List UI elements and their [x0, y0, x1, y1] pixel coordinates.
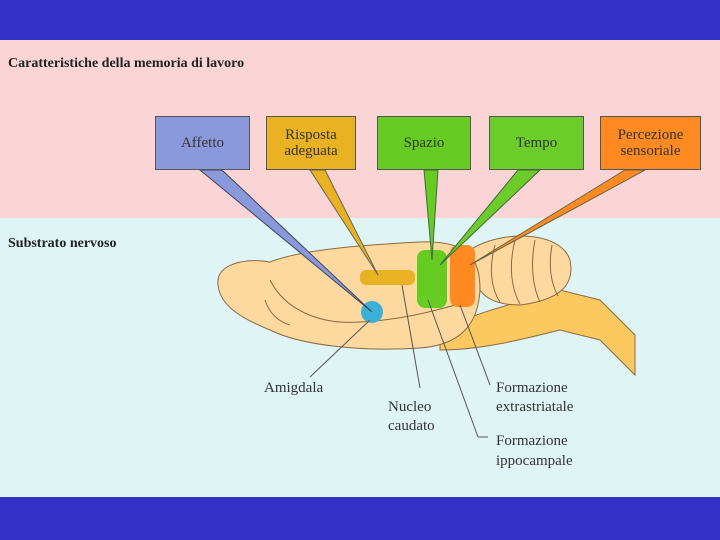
label-ippocampale-1: Formazione — [496, 433, 568, 449]
feature-label-line: sensoriale — [620, 143, 681, 159]
tempo-pointer — [439, 169, 542, 266]
percezione-pointer — [469, 169, 646, 266]
feature-label-line: adeguata — [284, 143, 338, 159]
top-band — [0, 0, 720, 40]
feature-label-line: Risposta — [285, 127, 337, 143]
leader-lines — [309, 284, 491, 438]
label-amigdala: Amigdala — [264, 380, 323, 396]
feature-box-affetto: Affetto — [155, 116, 250, 170]
brainstem — [439, 289, 636, 377]
label-nucleo-1: Nucleo — [388, 399, 431, 415]
hippocampal-region — [417, 250, 447, 308]
label-extrastriatale-2: extrastriatale — [496, 399, 574, 415]
label-extrastriatale-1: Formazione — [496, 380, 568, 396]
features-heading: Caratteristiche della memoria di lavoro — [8, 56, 245, 71]
bottom-band — [0, 497, 720, 540]
nucleo-caudato-region — [360, 270, 415, 285]
spazio-pointer — [423, 169, 439, 261]
feature-label: Tempo — [515, 135, 558, 151]
label-nucleo-2: caudato — [388, 418, 435, 434]
feature-box-tempo: Tempo — [489, 116, 584, 170]
cerebrum-sulci — [264, 279, 456, 326]
label-ippocampale-2: ippocampale — [496, 453, 573, 469]
feature-label: Affetto — [180, 135, 225, 151]
feature-label: Spazio — [403, 135, 445, 151]
cerebellum — [469, 235, 572, 306]
risposta-pointer — [309, 169, 379, 276]
extrastriate-region — [450, 245, 475, 307]
feature-label-line: Percezione — [617, 127, 684, 143]
substrate-heading: Substrato nervoso — [8, 236, 117, 251]
affetto-pointer — [198, 169, 373, 313]
feature-box-spazio: Spazio — [377, 116, 471, 170]
